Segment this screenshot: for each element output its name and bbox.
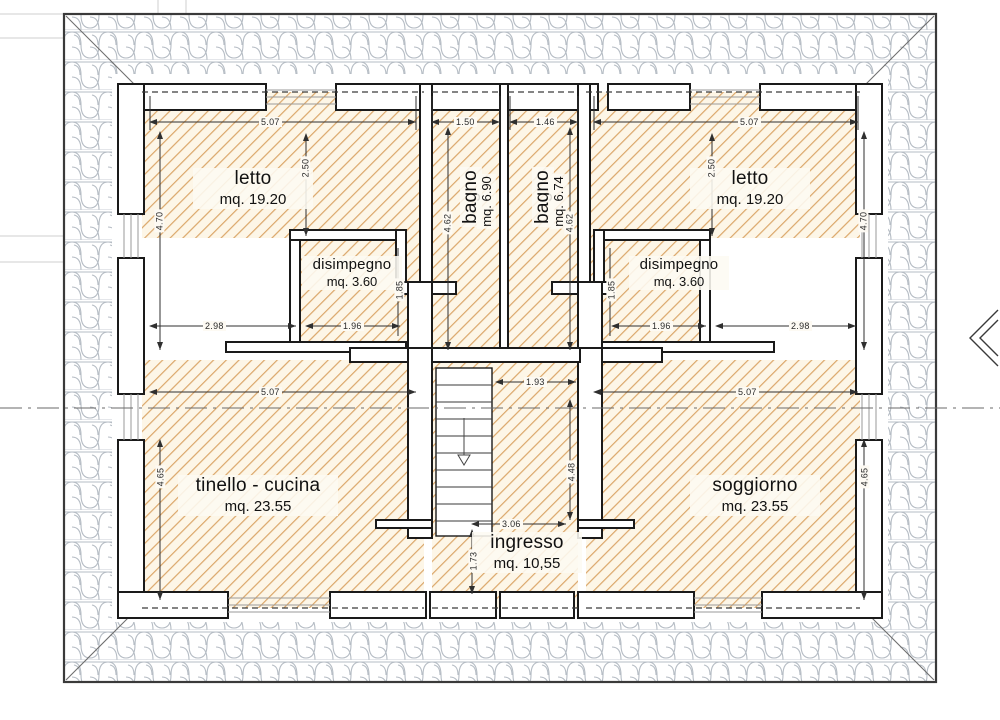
door-openings <box>142 91 860 609</box>
staircase <box>435 367 493 537</box>
stair-direction-arrow <box>457 418 471 466</box>
walls <box>117 83 883 619</box>
section-arrow-marker <box>969 309 999 367</box>
dimension-lines <box>149 96 867 600</box>
